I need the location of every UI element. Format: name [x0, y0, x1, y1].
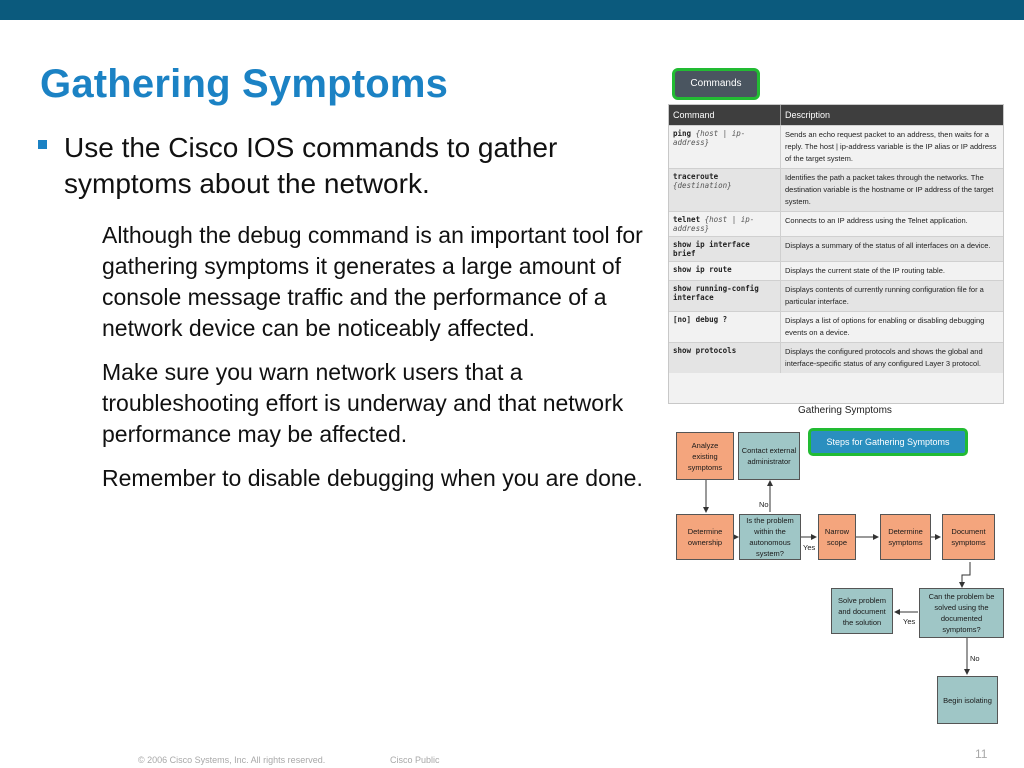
command-arg: {destination}: [673, 181, 732, 190]
node-analyze-existing-symptoms: Analyze existing symptoms: [676, 432, 734, 480]
command-arg: {host | ip-address}: [673, 215, 755, 233]
command-name: show ip route: [673, 265, 732, 274]
node-can-problem-be-solved: Can the problem be solved using the docu…: [919, 588, 1004, 638]
command-description: Displays a summary of the status of all …: [785, 241, 991, 250]
node-solve-problem-and-document: Solve problem and document the solution: [831, 588, 893, 634]
command-name: ping: [673, 129, 692, 138]
table-row: show ip interface brief Displays a summar…: [669, 236, 1003, 261]
command-name: show protocols: [673, 346, 737, 355]
label-yes: Yes: [803, 543, 816, 552]
command-description: Sends an echo request packet to an addre…: [785, 130, 997, 163]
command-name: show ip interface brief: [673, 240, 750, 258]
command-name: telnet: [673, 215, 701, 224]
label-yes: Yes: [903, 617, 916, 626]
sub-point: Make sure you warn network users that a …: [102, 359, 624, 447]
slide-title: Gathering Symptoms: [40, 62, 449, 106]
sub-point: Remember to disable debugging when you a…: [102, 465, 643, 491]
top-banner: [0, 0, 1024, 20]
flowchart-caption: Gathering Symptoms: [798, 405, 892, 416]
table-row: show ip route Displays the current state …: [669, 261, 1003, 280]
main-bullet: Use the Cisco IOS commands to gather sym…: [38, 130, 678, 202]
node-is-problem-within-autonomous-system: Is the problem within the autonomous sys…: [739, 514, 801, 560]
table-row: [no] debug ? Displays a list of options f…: [669, 311, 1003, 342]
column-description: Description: [785, 110, 831, 120]
sub-points: Although the debug command is an importa…: [102, 220, 647, 507]
footer-copyright: © 2006 Cisco Systems, Inc. All rights re…: [138, 755, 326, 765]
label-no: No: [970, 654, 980, 663]
node-begin-isolating: Begin isolating: [937, 676, 998, 724]
steps-for-gathering-symptoms-label: Steps for Gathering Symptoms: [808, 428, 968, 456]
command-description: Displays the configured protocols and sh…: [785, 347, 983, 368]
command-arg: {host | ip-address}: [673, 129, 746, 147]
command-description: Displays contents of currently running c…: [785, 285, 984, 306]
node-narrow-scope: Narrow scope: [818, 514, 856, 560]
command-description: Connects to an IP address using the Teln…: [785, 216, 968, 225]
column-command: Command: [669, 105, 781, 125]
node-document-symptoms: Document symptoms: [942, 514, 995, 560]
label-no: No: [759, 500, 769, 509]
command-description: Displays the current state of the IP rou…: [785, 266, 945, 275]
command-name: show running-config interface: [673, 284, 759, 302]
footer-classification: Cisco Public: [390, 755, 440, 765]
command-name: [no] debug ?: [673, 315, 728, 324]
node-determine-ownership: Determine ownership: [676, 514, 734, 560]
command-description: Identifies the path a packet takes throu…: [785, 173, 994, 206]
commands-header: Commands: [672, 68, 760, 100]
node-contact-external-administrator: Contact external administrator: [738, 432, 800, 480]
main-bullet-text: Use the Cisco IOS commands to gather sym…: [64, 132, 558, 199]
bullet-square-icon: [38, 140, 47, 149]
commands-rows: ping {host | ip-address} Sends an echo re…: [669, 125, 1003, 373]
command-description: Displays a list of options for enabling …: [785, 316, 985, 337]
table-row: show protocols Displays the configured pr…: [669, 342, 1003, 373]
table-row: show running-config interface Displays co…: [669, 280, 1003, 311]
table-row: ping {host | ip-address} Sends an echo re…: [669, 125, 1003, 168]
commands-table-header: Command Description: [669, 105, 1003, 125]
page-number: 11: [975, 747, 988, 761]
node-determine-symptoms: Determine symptoms: [880, 514, 931, 560]
table-row: telnet {host | ip-address} Connects to an…: [669, 211, 1003, 236]
table-row: traceroute {destination} Identifies the p…: [669, 168, 1003, 211]
commands-table: Command Description ping {host | ip-addr…: [668, 104, 1004, 404]
sub-point: Although the debug command is an importa…: [102, 222, 643, 341]
command-name: traceroute: [673, 172, 719, 181]
